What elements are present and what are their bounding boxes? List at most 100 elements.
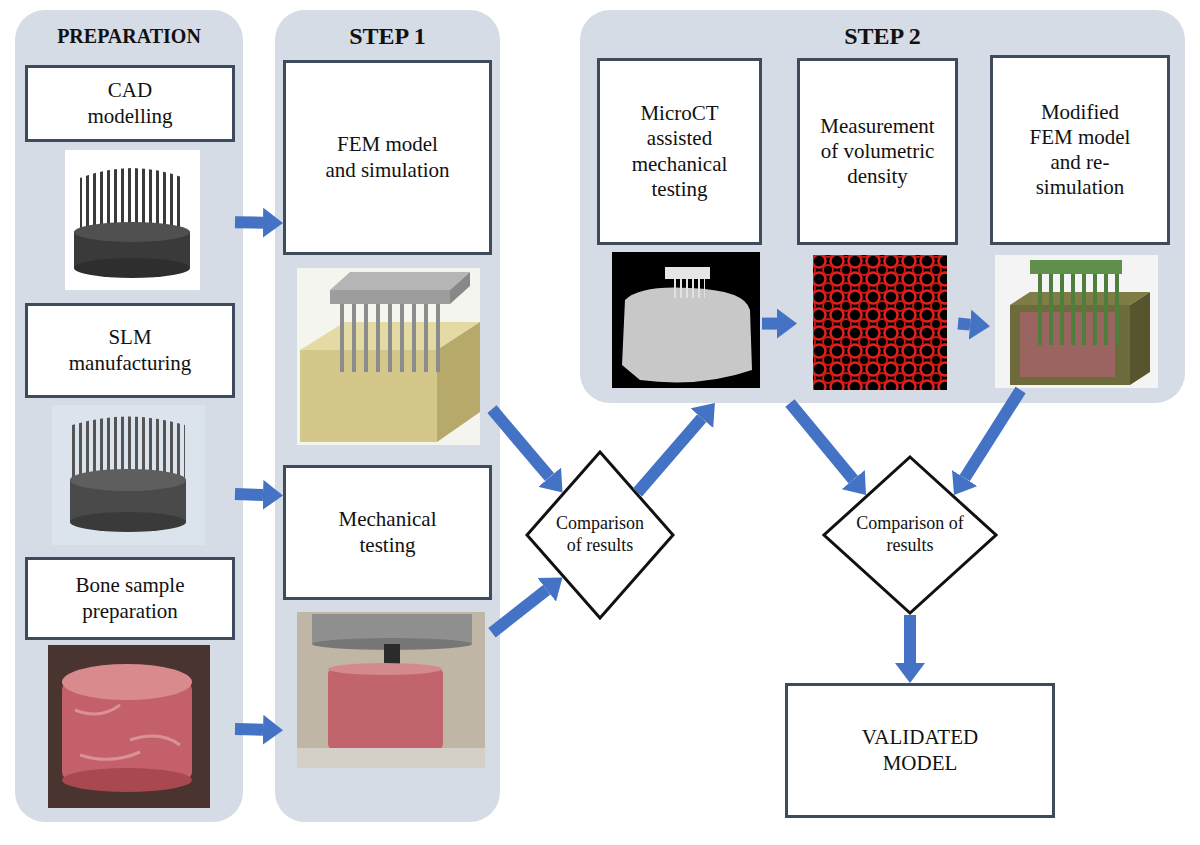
bone-block-front: [300, 350, 437, 442]
trabecular-network: [813, 255, 947, 390]
implant-base: [74, 232, 190, 268]
box-label: Modified FEM model and re-simulation: [1023, 100, 1138, 201]
bone-sample-top: [62, 664, 192, 700]
process-box: Bone sample preparation: [25, 557, 235, 810]
connector-group: [235, 222, 1021, 729]
pin-array: [80, 168, 184, 235]
density-map: [813, 255, 947, 390]
cad-render: [65, 150, 200, 290]
image-background: [612, 252, 760, 388]
box-label: Comparison of results: [548, 513, 652, 556]
box-label: Comparison of results: [855, 513, 965, 556]
bone-scan: [622, 288, 752, 383]
box-label: VALIDATED MODEL: [845, 725, 995, 775]
stage-panel: STEP 1 FEM model and simulationMechanical…: [275, 10, 500, 822]
bone-block-side: [1130, 292, 1150, 385]
flow-arrow: [790, 403, 853, 480]
pin-array: [335, 300, 445, 372]
fem-model-render: [297, 268, 480, 445]
flow-arrow: [638, 418, 702, 492]
modified-fem-render: [995, 255, 1158, 388]
image-background: [995, 255, 1158, 388]
process-box: Measurement of volumetric density: [797, 58, 958, 390]
stage-panel: STEP 2MicroCT assisted mechanical testin…: [580, 10, 1185, 403]
flow-arrow: [235, 216, 263, 228]
image-background: [297, 612, 485, 768]
pin-array: [1035, 270, 1120, 345]
bone-block-top: [300, 322, 480, 350]
base-plate: [297, 748, 485, 768]
implant-base-top: [70, 469, 186, 491]
bone-block-top: [1010, 292, 1150, 305]
implant-cap-side: [450, 272, 470, 304]
box-outline: CAD modelling: [25, 65, 235, 142]
box-outline: FEM model and simulation: [283, 60, 492, 255]
decision-diamond: Comparison of results: [822, 455, 998, 615]
process-box: Mechanical testing: [283, 465, 492, 770]
diamond-label-area: Comparison of results: [822, 455, 998, 615]
image-background: [813, 255, 947, 390]
implant-base: [70, 480, 186, 522]
microct-render: [612, 252, 760, 388]
image-background: [297, 268, 480, 445]
pin-array: [670, 278, 705, 298]
bone-block-front: [1010, 305, 1130, 385]
implant-base-bottom: [70, 512, 186, 532]
panel-heading: PREPARATION: [15, 24, 243, 48]
implant-cap: [665, 267, 710, 279]
image-background: [65, 150, 200, 290]
bone-sample: [328, 668, 443, 750]
box-label: MicroCT assisted mechanical testing: [625, 101, 735, 202]
bone-photo: [48, 645, 210, 808]
flow-arrow: [492, 590, 547, 633]
bone-texture: [75, 705, 180, 759]
flow-arrow: [965, 390, 1021, 478]
stage-panel: PREPARATION CAD modellingSLM manufacturin…: [15, 10, 243, 822]
terminal-box: VALIDATED MODEL: [785, 683, 1055, 818]
implant-cap-front: [330, 290, 450, 304]
box-label: CAD modelling: [80, 78, 180, 128]
bone-sample-bottom: [62, 768, 192, 792]
box-outline: Measurement of volumetric density: [797, 58, 958, 245]
diamond-shape: [824, 457, 996, 613]
decision-diamond: Comparison of results: [525, 450, 675, 620]
process-box: MicroCT assisted mechanical testing: [597, 58, 762, 390]
image-background: [52, 405, 205, 545]
implant-base-top: [74, 222, 190, 242]
flow-arrow: [235, 723, 263, 736]
bone-sample: [62, 682, 192, 780]
process-box: SLM manufacturing: [25, 303, 235, 548]
box-label: FEM model and simulation: [323, 132, 453, 182]
flow-arrow: [958, 324, 970, 325]
flow-arrow: [762, 318, 777, 330]
implant-base-bottom: [74, 258, 190, 278]
slm-photo: [52, 405, 205, 545]
box-label: Bone sample preparation: [65, 573, 195, 623]
box-label: SLM manufacturing: [65, 325, 195, 375]
mechanical-test-photo: [297, 612, 485, 768]
implant-cap: [1030, 260, 1122, 274]
process-box: FEM model and simulation: [283, 60, 492, 448]
box-label: Measurement of volumetric density: [810, 114, 945, 190]
panel-heading: STEP 1: [275, 22, 500, 51]
box-outline: SLM manufacturing: [25, 303, 235, 398]
implant-sample: [384, 644, 400, 670]
flow-arrow: [235, 488, 263, 501]
image-background: [48, 645, 210, 808]
box-outline: Modified FEM model and re-simulation: [990, 55, 1170, 245]
density-region: [1020, 312, 1115, 377]
process-box: CAD modelling: [25, 65, 235, 293]
box-label: Mechanical testing: [328, 507, 448, 557]
flow-arrow: [492, 409, 550, 477]
box-outline: MicroCT assisted mechanical testing: [597, 58, 762, 245]
press-plate-edge: [312, 638, 472, 650]
flow-arrow: [904, 615, 916, 663]
bone-sample-top: [328, 663, 442, 675]
diamond-shape: [527, 452, 673, 618]
bone-block-side: [437, 322, 480, 442]
box-outline: Mechanical testing: [283, 465, 492, 600]
